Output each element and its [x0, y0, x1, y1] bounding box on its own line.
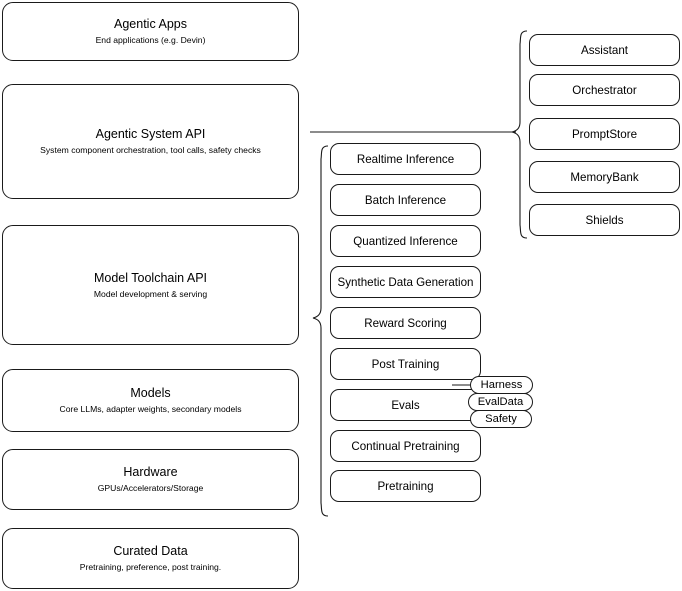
capability-label: Batch Inference: [364, 193, 447, 207]
layer-models[interactable]: Models Core LLMs, adapter weights, secon…: [2, 369, 299, 432]
layer-title: Curated Data: [113, 544, 188, 558]
capability-post-training[interactable]: Post Training: [330, 348, 481, 380]
evals-subcomponent-evaldata[interactable]: EvalData: [468, 393, 533, 411]
layer-title: Agentic System API: [95, 127, 206, 141]
capability-label: Synthetic Data Generation: [337, 275, 474, 289]
layer-title: Models: [130, 386, 171, 400]
capability-label: Continual Pretraining: [351, 439, 460, 453]
pill-label: Safety: [485, 413, 517, 425]
capability-continual-pretraining[interactable]: Continual Pretraining: [330, 430, 481, 462]
capability-label: Pretraining: [377, 479, 434, 493]
capability-reward-scoring[interactable]: Reward Scoring: [330, 307, 481, 339]
capability-label: Quantized Inference: [353, 234, 458, 248]
layer-title: Model Toolchain API: [93, 270, 208, 285]
right-bracket: [511, 30, 528, 239]
middle-bracket: [312, 145, 329, 517]
layer-subtitle: End applications (e.g. Devin): [95, 35, 206, 45]
layer-agentic-system-api[interactable]: Agentic System API System component orch…: [2, 84, 299, 199]
layer-subtitle: System component orchestration, tool cal…: [40, 145, 261, 155]
capability-quantized-inference[interactable]: Quantized Inference: [330, 225, 481, 257]
capability-realtime-inference[interactable]: Realtime Inference: [330, 143, 481, 175]
layer-subtitle: GPUs/Accelerators/Storage: [97, 483, 204, 493]
layer-hardware[interactable]: Hardware GPUs/Accelerators/Storage: [2, 449, 299, 510]
component-label: Assistant: [580, 43, 629, 57]
capability-batch-inference[interactable]: Batch Inference: [330, 184, 481, 216]
component-assistant[interactable]: Assistant: [529, 34, 680, 66]
layer-curated-data[interactable]: Curated Data Pretraining, preference, po…: [2, 528, 299, 589]
layer-title: Agentic Apps: [114, 17, 187, 31]
layer-subtitle: Core LLMs, adapter weights, secondary mo…: [59, 404, 242, 414]
component-label: Orchestrator: [572, 83, 637, 97]
component-shields[interactable]: Shields: [529, 204, 680, 236]
component-orchestrator[interactable]: Orchestrator: [529, 74, 680, 106]
layer-agentic-apps[interactable]: Agentic Apps End applications (e.g. Devi…: [2, 2, 299, 61]
layer-subtitle: Model development & serving: [93, 288, 208, 299]
pill-label: EvalData: [477, 396, 524, 408]
pill-label: Harness: [480, 379, 523, 391]
evals-subcomponent-safety[interactable]: Safety: [470, 410, 532, 428]
evals-subcomponent-harness[interactable]: Harness: [470, 376, 533, 394]
capability-evals[interactable]: Evals: [330, 389, 481, 421]
layer-title: Hardware: [123, 465, 178, 479]
layer-subtitle: Pretraining, preference, post training.: [79, 562, 222, 572]
component-promptstore[interactable]: PromptStore: [529, 118, 680, 150]
component-label: MemoryBank: [570, 170, 639, 184]
capability-label: Evals: [391, 398, 420, 412]
component-label: PromptStore: [571, 127, 638, 141]
layer-model-toolchain-api[interactable]: Model Toolchain API Model development & …: [2, 225, 299, 345]
component-memorybank[interactable]: MemoryBank: [529, 161, 680, 193]
capability-label: Post Training: [371, 357, 440, 371]
capability-label: Realtime Inference: [356, 152, 455, 166]
capability-label: Reward Scoring: [364, 316, 447, 330]
component-label: Shields: [585, 213, 624, 227]
capability-pretraining[interactable]: Pretraining: [330, 470, 481, 502]
capability-synthetic-data-generation[interactable]: Synthetic Data Generation: [330, 266, 481, 298]
